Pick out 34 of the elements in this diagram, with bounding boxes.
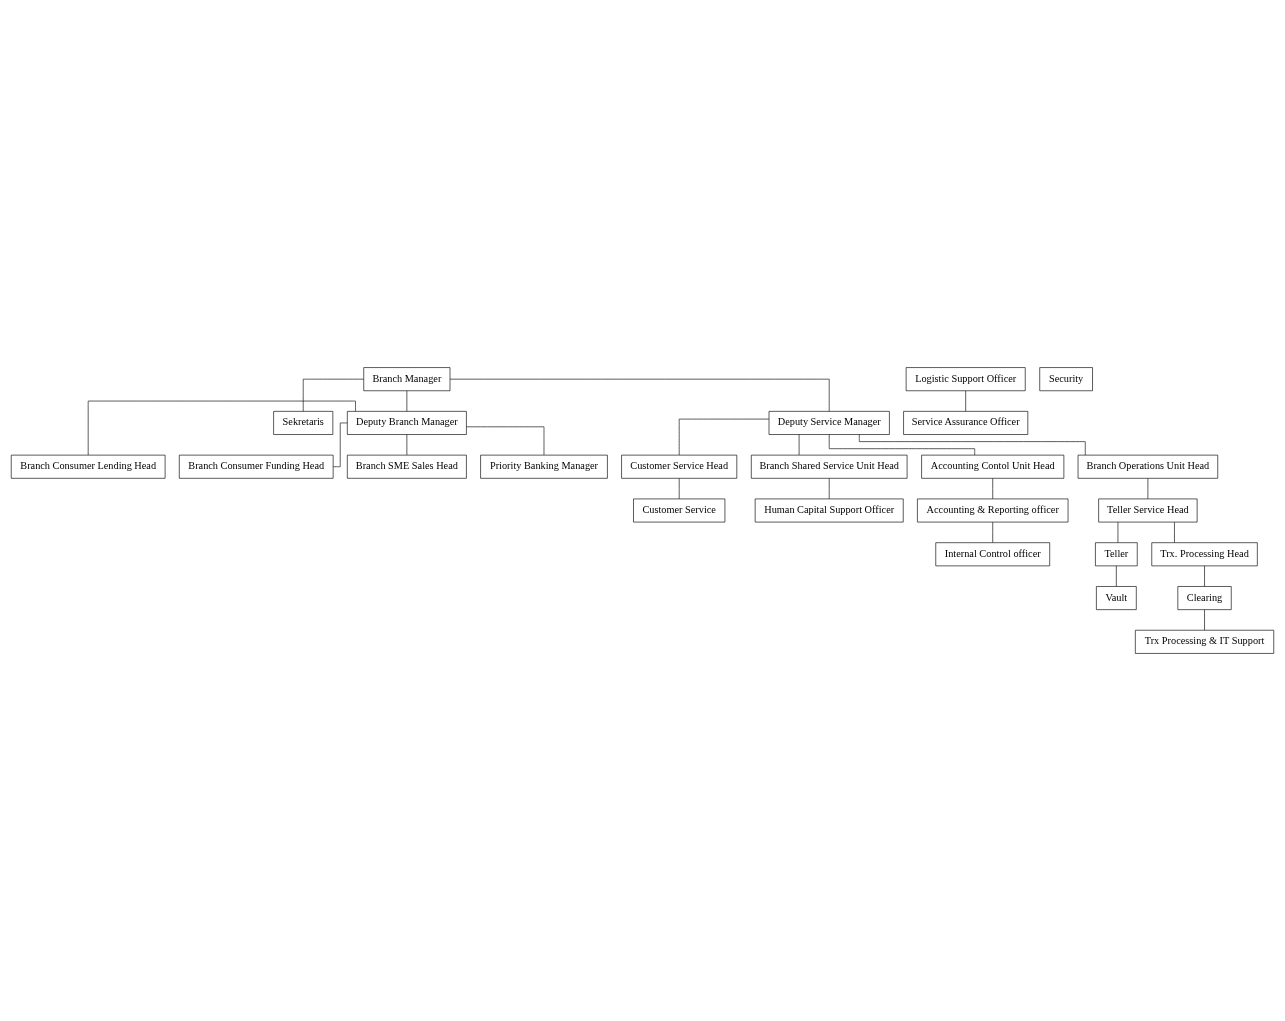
node-box: Trx. Processing Head (1151, 542, 1258, 567)
node-box: Accounting Contol Unit Head (921, 454, 1065, 479)
node-box: Trx Processing & IT Support (1135, 629, 1275, 654)
connector (1204, 609, 1205, 631)
connector (87, 400, 356, 456)
connector (1116, 565, 1117, 587)
node-box: Branch Operations Unit Head (1077, 454, 1219, 479)
node-box: Branch SME Sales Head (347, 454, 467, 479)
connector (798, 434, 800, 456)
node-box: Human Capital Support Officer (754, 498, 904, 523)
node-box: Deputy Service Manager (768, 411, 890, 435)
connector (1204, 565, 1205, 587)
node-box: Teller (1095, 542, 1138, 567)
connector (466, 426, 545, 456)
node-box: Deputy Branch Manager (347, 411, 467, 435)
node-box: Priority Banking Manager (480, 454, 608, 479)
connector (1174, 521, 1175, 543)
connector (828, 434, 976, 456)
node-box: Branch Consumer Funding Head (178, 454, 334, 479)
node-box: Customer Service (633, 498, 726, 523)
node-box: Branch Consumer Lending Head (10, 454, 166, 479)
connector (406, 434, 408, 456)
node-box: Internal Control officer (935, 542, 1051, 567)
node-box: Vault (1096, 586, 1137, 610)
node-box: Service Assurance Officer (903, 411, 1029, 435)
node-box: Teller Service Head (1098, 498, 1198, 523)
node-box: Security (1039, 367, 1093, 392)
node-box: Accounting & Reporting officer (917, 498, 1069, 523)
node-box: Customer Service Head (621, 454, 738, 479)
node-box: Branch Manager (363, 367, 451, 392)
node-box: Logistic Support Officer (905, 367, 1026, 392)
node-box: Sekretaris (273, 411, 334, 435)
node-box: Branch Shared Service Unit Head (750, 454, 908, 479)
node-box: Clearing (1177, 586, 1232, 610)
